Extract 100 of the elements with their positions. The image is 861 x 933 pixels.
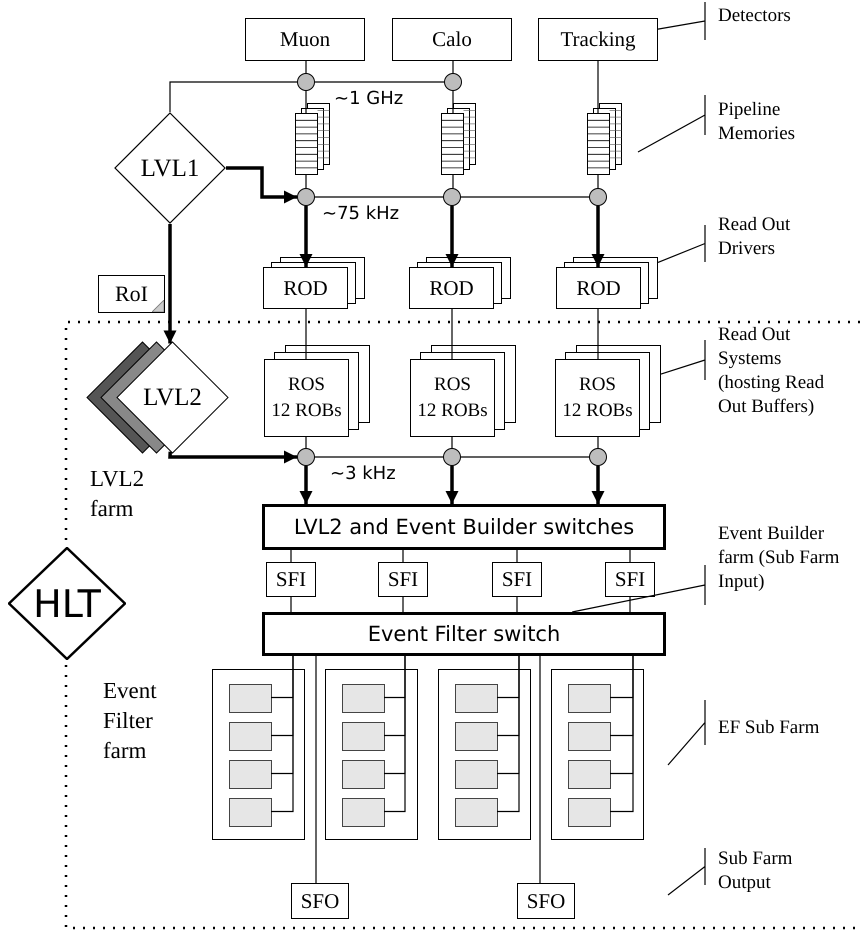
- stacked-box: [556, 257, 658, 309]
- process-box: [291, 883, 349, 919]
- connector-line: [384, 656, 406, 812]
- connector-line: [169, 81, 297, 112]
- junction-node: [297, 188, 315, 206]
- process-box: [392, 18, 512, 61]
- side-caption: LVL2 farm: [90, 465, 146, 523]
- stacked-diamond: [86, 341, 229, 454]
- connector-line: [315, 196, 443, 198]
- decision-diamond: [114, 112, 226, 224]
- farm-box: [325, 669, 418, 840]
- processor-box: [342, 684, 385, 713]
- connector-line: [305, 175, 307, 188]
- arrow: [300, 466, 312, 504]
- processor-box: [568, 722, 611, 751]
- callout-label: Read Out Systems (hosting Read Out Buffers): [718, 323, 826, 419]
- processor-box: [342, 722, 385, 751]
- connector-line: [516, 550, 518, 562]
- connector-line: [629, 597, 631, 612]
- processor-box: [229, 760, 272, 789]
- node-label: SFI: [276, 569, 306, 590]
- connector-line: [315, 81, 444, 83]
- processor-box: [229, 722, 272, 751]
- junction-node: [443, 188, 461, 206]
- connector-line: [315, 456, 443, 458]
- memory-stack-drawing: [587, 103, 622, 175]
- node-label: 12 ROBs: [271, 399, 342, 423]
- processor-box: [455, 722, 498, 751]
- node-label: SFI: [388, 569, 418, 590]
- junction-node: [589, 188, 607, 206]
- connector-line: [660, 339, 706, 381]
- arrow: [226, 166, 297, 204]
- node-label: ROS: [434, 373, 471, 397]
- annotation-text: Event Filter farm: [103, 677, 158, 765]
- connector-line: [305, 61, 307, 73]
- junction-node: [443, 448, 461, 466]
- process-box: [492, 562, 542, 597]
- node-label: 12 ROBs: [417, 399, 488, 423]
- process-box: [517, 883, 575, 919]
- callout-label: EF Sub Farm: [718, 716, 820, 740]
- junction-node: [297, 448, 315, 466]
- node-label: ROS: [288, 373, 325, 397]
- memory-stack-drawing: [295, 103, 330, 175]
- process-box: [378, 562, 428, 597]
- connector-line: [452, 175, 454, 188]
- memory-stack-drawing: [441, 103, 476, 175]
- connector-line: [539, 656, 541, 883]
- connector-line: [402, 597, 404, 612]
- connector-line: [451, 437, 453, 448]
- stacked-box: [555, 345, 661, 437]
- connector-line: [315, 656, 317, 883]
- annotation-text: ~75 kHz: [322, 202, 400, 226]
- processor-box: [229, 684, 272, 713]
- processor-box: [455, 798, 498, 827]
- callout-label: Read Out Drivers: [718, 213, 792, 261]
- arrow: [168, 450, 297, 464]
- process-box: [266, 562, 316, 597]
- decision-diamond: [8, 547, 126, 660]
- processor-box: [342, 798, 385, 827]
- node-label: 12 ROBs: [562, 399, 633, 423]
- arrow: [164, 224, 176, 344]
- process-box: [245, 18, 365, 61]
- connector-line: [452, 61, 454, 73]
- stacked-box: [409, 257, 511, 309]
- node-label: LVL2: [143, 385, 202, 410]
- node-label: SFO: [526, 890, 566, 912]
- processor-box: [568, 798, 611, 827]
- connector-line: [597, 309, 599, 359]
- node-label: SFI: [614, 569, 646, 590]
- processor-box: [455, 684, 498, 713]
- process-box: [538, 18, 658, 61]
- callout-label: Sub Farm Output: [718, 847, 794, 895]
- arrow: [592, 466, 604, 504]
- connector-line: [597, 437, 599, 448]
- connector-line: [497, 656, 520, 812]
- annotation-text: ~3 kHz: [330, 462, 396, 486]
- connector-line: [597, 175, 599, 188]
- node-label: ROS: [579, 373, 616, 397]
- stacked-box: [410, 345, 516, 437]
- processor-box: [342, 760, 385, 789]
- node-label: HLT: [33, 584, 101, 622]
- node-label: Event Filter switch: [368, 624, 560, 644]
- connector-line: [305, 309, 307, 359]
- switch-bar: [262, 504, 666, 550]
- connector-line: [290, 597, 292, 612]
- stacked-box: [263, 257, 365, 309]
- farm-box: [438, 669, 531, 840]
- farm-box: [212, 669, 305, 840]
- arrow: [446, 206, 458, 267]
- connector-line: [597, 61, 599, 113]
- node-label: ROD: [429, 278, 474, 298]
- stacked-box: [264, 345, 370, 437]
- connector-line: [451, 309, 453, 359]
- connector-line: [657, 224, 706, 264]
- leader-line: [637, 94, 706, 153]
- connector-line: [461, 456, 589, 458]
- junction-node: [589, 448, 607, 466]
- leader-line: [667, 847, 706, 896]
- processor-box: [455, 760, 498, 789]
- node-label: Muon: [280, 29, 330, 50]
